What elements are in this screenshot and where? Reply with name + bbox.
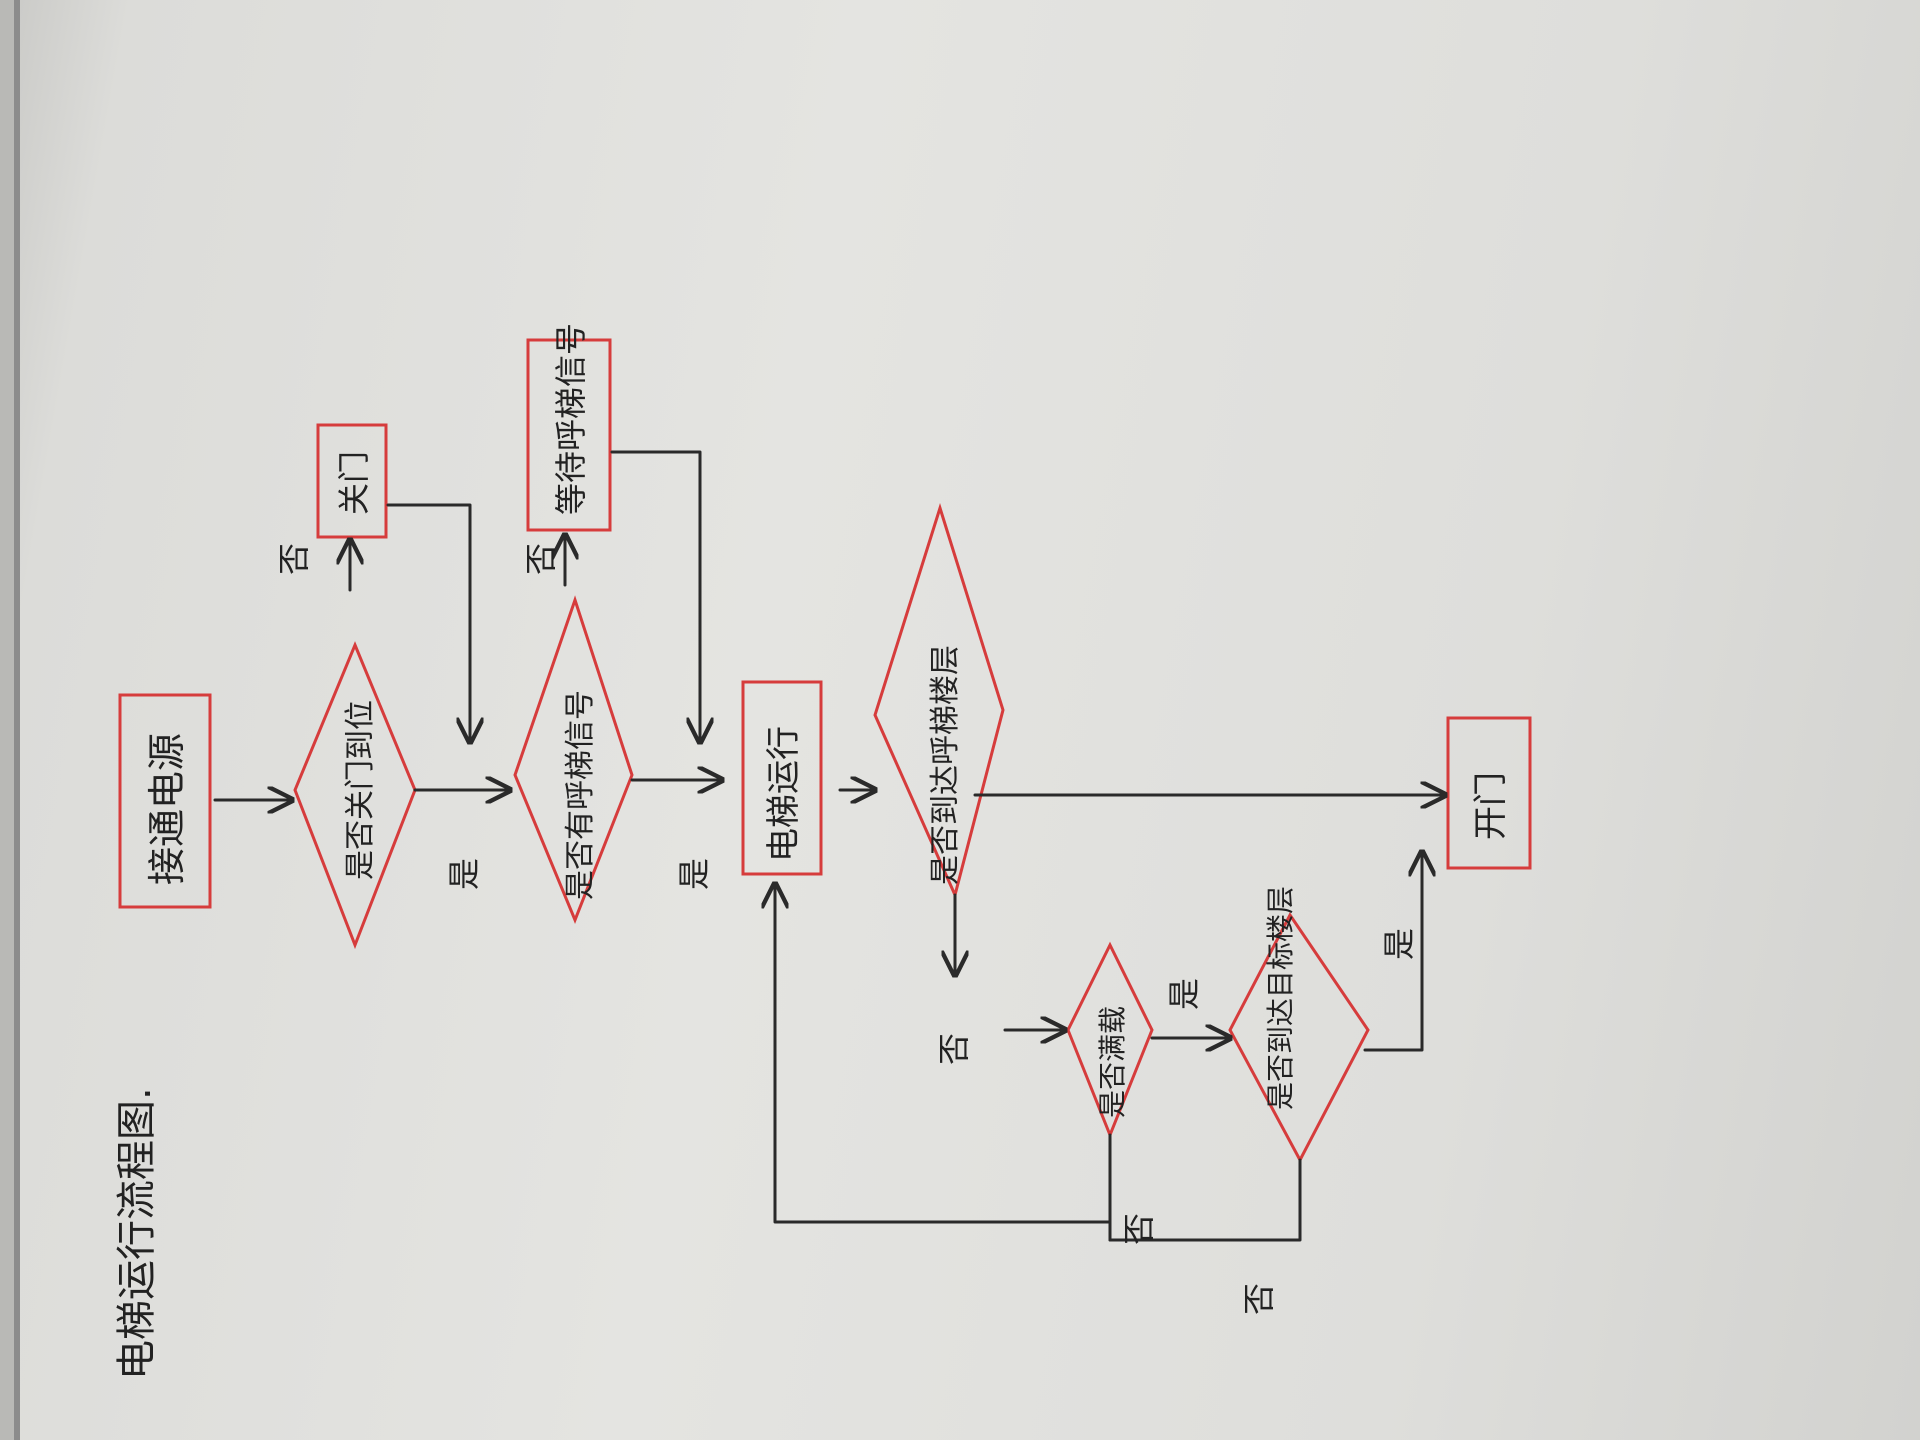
node-run: 电梯运行 [741, 680, 823, 876]
page-shadow [0, 0, 14, 1440]
node-wait-request: 等待呼梯信号 [526, 323, 612, 532]
svg-text:接通电源: 接通电源 [145, 733, 189, 885]
node-q-arrive-target-floor: 是否到达目标楼层 [1228, 886, 1370, 1164]
label-yes-q2: 是 [675, 858, 713, 890]
edge-q5-to-open [1363, 852, 1422, 1052]
node-q-arrive-request-floor: 是否到达呼梯楼层 [873, 502, 1005, 900]
svg-text:电梯运行: 电梯运行 [764, 726, 804, 862]
node-q-overload: 是否满载 [1066, 941, 1154, 1140]
svg-text:开门: 开门 [1471, 772, 1511, 840]
svg-text:是否到达呼梯楼层: 是否到达呼梯楼层 [928, 645, 963, 885]
label-no-q3: 否 [935, 1033, 973, 1065]
edge-wait-to-run [610, 450, 700, 742]
label-no-q5: 否 [1240, 1283, 1278, 1315]
svg-text:是否满载: 是否满载 [1096, 1006, 1129, 1118]
node-q-door-closed: 是否关门到位 [293, 641, 417, 950]
label-yes-q4: 是 [1165, 978, 1203, 1010]
edge-q5-loop [1108, 1158, 1302, 1242]
edge-q4-loop [775, 884, 1112, 1224]
edge-labels: 否 是 否 是 否 是 否 是 否 [275, 543, 1418, 1315]
label-no-q4: 否 [1120, 1213, 1158, 1245]
connectors [213, 450, 1445, 1242]
label-yes-q5: 是 [1380, 928, 1418, 960]
svg-text:是否关门到位: 是否关门到位 [343, 700, 378, 880]
node-close-door: 关门 [316, 423, 388, 539]
svg-text:等待呼梯信号: 等待呼梯信号 [552, 323, 590, 515]
diagram-title: 电梯运行流程图. [114, 1087, 160, 1380]
label-yes-q1: 是 [445, 858, 483, 890]
label-no-q2: 否 [522, 543, 560, 575]
edge-close-to-q2 [386, 503, 470, 742]
svg-text:关门: 关门 [335, 451, 373, 515]
label-no-q1: 否 [275, 543, 313, 575]
node-q-has-request: 是否有呼梯信号 [513, 595, 634, 925]
node-open-door: 开门 [1446, 716, 1532, 870]
node-start: 接通电源 [118, 693, 212, 909]
page-edge [14, 0, 20, 1440]
svg-text:是否到达目标楼层: 是否到达目标楼层 [1264, 886, 1297, 1110]
svg-text:是否有呼梯信号: 是否有呼梯信号 [563, 690, 598, 900]
